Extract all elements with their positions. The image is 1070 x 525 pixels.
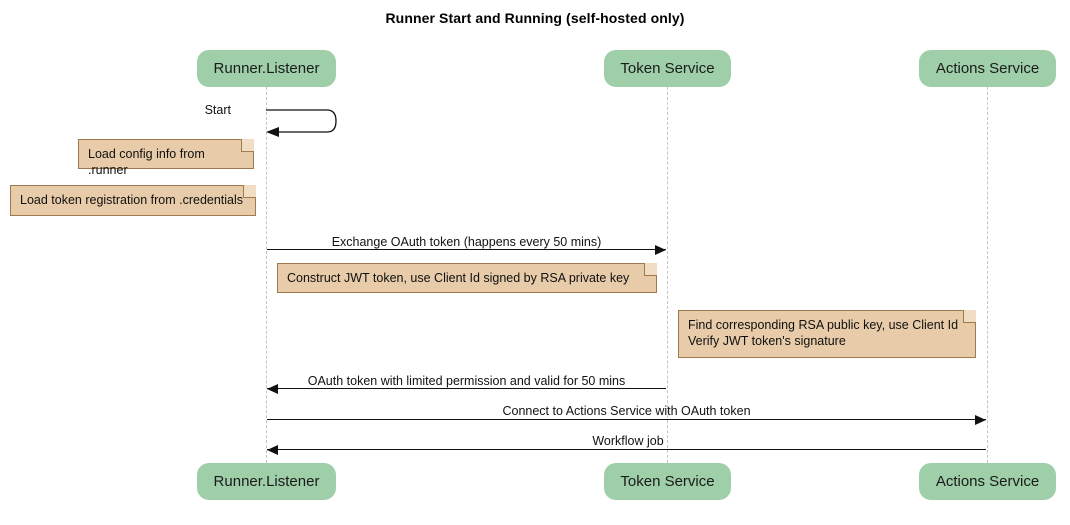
- message-label-connect-actions-service: Connect to Actions Service with OAuth to…: [502, 404, 751, 418]
- message-arrowhead-workflow-job: [267, 444, 278, 455]
- message-line-connect-actions-service[interactable]: [267, 419, 986, 420]
- message-start[interactable]: [266, 108, 342, 142]
- note-verify-jwt: Find corresponding RSA public key, use C…: [678, 310, 976, 358]
- participant-header-actions[interactable]: Actions Service: [919, 50, 1056, 87]
- message-label-start: Start: [204, 103, 231, 117]
- message-arrowhead-exchange-oauth-token: [655, 244, 666, 255]
- participant-footer-token[interactable]: Token Service: [604, 463, 731, 500]
- lifeline-token: [667, 87, 668, 463]
- participant-label: Token Service: [620, 473, 715, 490]
- note-construct-jwt: Construct JWT token, use Client Id signe…: [277, 263, 657, 293]
- note-text: Construct JWT token, use Client Id signe…: [287, 271, 630, 285]
- participant-label: Runner.Listener: [213, 473, 320, 490]
- page-title: Runner Start and Running (self-hosted on…: [385, 10, 685, 26]
- message-line-workflow-job[interactable]: [267, 449, 986, 450]
- note-fold-corner-icon: [644, 263, 657, 276]
- participant-footer-actions[interactable]: Actions Service: [919, 463, 1056, 500]
- note-fold-corner-icon: [243, 185, 256, 198]
- message-label-oauth-token-response: OAuth token with limited permission and …: [307, 374, 626, 388]
- participant-header-runner[interactable]: Runner.Listener: [197, 50, 336, 87]
- note-text: Load token registration from .credential…: [20, 193, 244, 207]
- message-arrowhead-connect-actions-service: [975, 414, 986, 425]
- note-load-config: Load config info from .runner: [78, 139, 254, 177]
- participant-header-token[interactable]: Token Service: [604, 50, 731, 87]
- participant-footer-runner[interactable]: Runner.Listener: [197, 463, 336, 500]
- note-text: Find corresponding RSA public key, use C…: [688, 318, 959, 348]
- message-label-exchange-oauth-token: Exchange OAuth token (happens every 50 m…: [331, 235, 602, 249]
- participant-label: Token Service: [620, 60, 715, 77]
- participant-label: Runner.Listener: [213, 60, 320, 77]
- lifeline-runner: [266, 87, 267, 463]
- participant-label: Actions Service: [935, 473, 1040, 490]
- participant-label: Actions Service: [935, 60, 1040, 77]
- note-fold-corner-icon: [241, 139, 254, 152]
- lifeline-actions: [987, 87, 988, 463]
- message-label-workflow-job: Workflow job: [592, 434, 664, 448]
- note-text: Load config info from .runner: [88, 147, 205, 177]
- note-load-token-registration: Load token registration from .credential…: [10, 185, 256, 216]
- message-line-exchange-oauth-token[interactable]: [267, 249, 666, 250]
- note-fold-corner-icon: [963, 310, 976, 323]
- message-arrowhead-oauth-token-response: [267, 383, 278, 394]
- message-line-oauth-token-response[interactable]: [267, 388, 666, 389]
